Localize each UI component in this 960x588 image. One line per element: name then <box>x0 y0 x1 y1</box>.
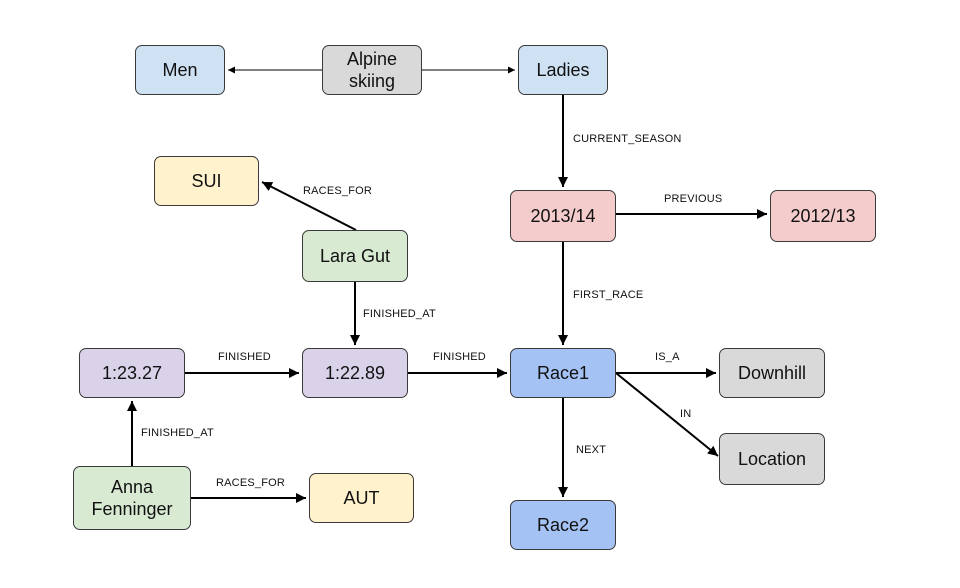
edge-label-lara-to-time12289: FINISHED_AT <box>363 308 436 320</box>
node-lara: Lara Gut <box>302 230 408 282</box>
edge-label-race1-to-downhill: IS_A <box>655 351 680 363</box>
edge-race1-to-location <box>615 372 719 457</box>
node-sui: SUI <box>154 156 259 206</box>
node-downhill: Downhill <box>719 348 825 398</box>
node-season1213: 2012/13 <box>770 190 876 242</box>
node-location: Location <box>719 433 825 485</box>
node-time12327: 1:23.27 <box>79 348 185 398</box>
node-men: Men <box>135 45 225 95</box>
edge-label-anna-to-time12327: FINISHED_AT <box>141 427 214 439</box>
edge-lara-to-sui <box>261 181 357 231</box>
node-alpine: Alpine skiing <box>322 45 422 95</box>
edge-label-lara-to-sui: RACES_FOR <box>303 185 373 197</box>
edge-label-time12327-to-time12289: FINISHED <box>218 351 271 363</box>
edge-label-ladies-to-season1314: CURRENT_SEASON <box>573 133 682 145</box>
edge-label-season1314-to-race1: FIRST_RACE <box>573 289 644 301</box>
node-anna: Anna Fenninger <box>73 466 191 530</box>
node-time12289: 1:22.89 <box>302 348 408 398</box>
node-race2: Race2 <box>510 500 616 550</box>
node-race1: Race1 <box>510 348 616 398</box>
node-ladies: Ladies <box>518 45 608 95</box>
edge-label-time12289-to-race1: FINISHED <box>433 351 486 363</box>
edge-label-race1-to-location: IN <box>680 408 692 420</box>
edge-label-race1-to-race2: NEXT <box>576 444 607 456</box>
node-aut: AUT <box>309 473 414 523</box>
edge-label-anna-to-aut: RACES_FOR <box>216 477 286 489</box>
node-season1314: 2013/14 <box>510 190 616 242</box>
edge-label-season1314-to-season1213: PREVIOUS <box>664 193 723 205</box>
